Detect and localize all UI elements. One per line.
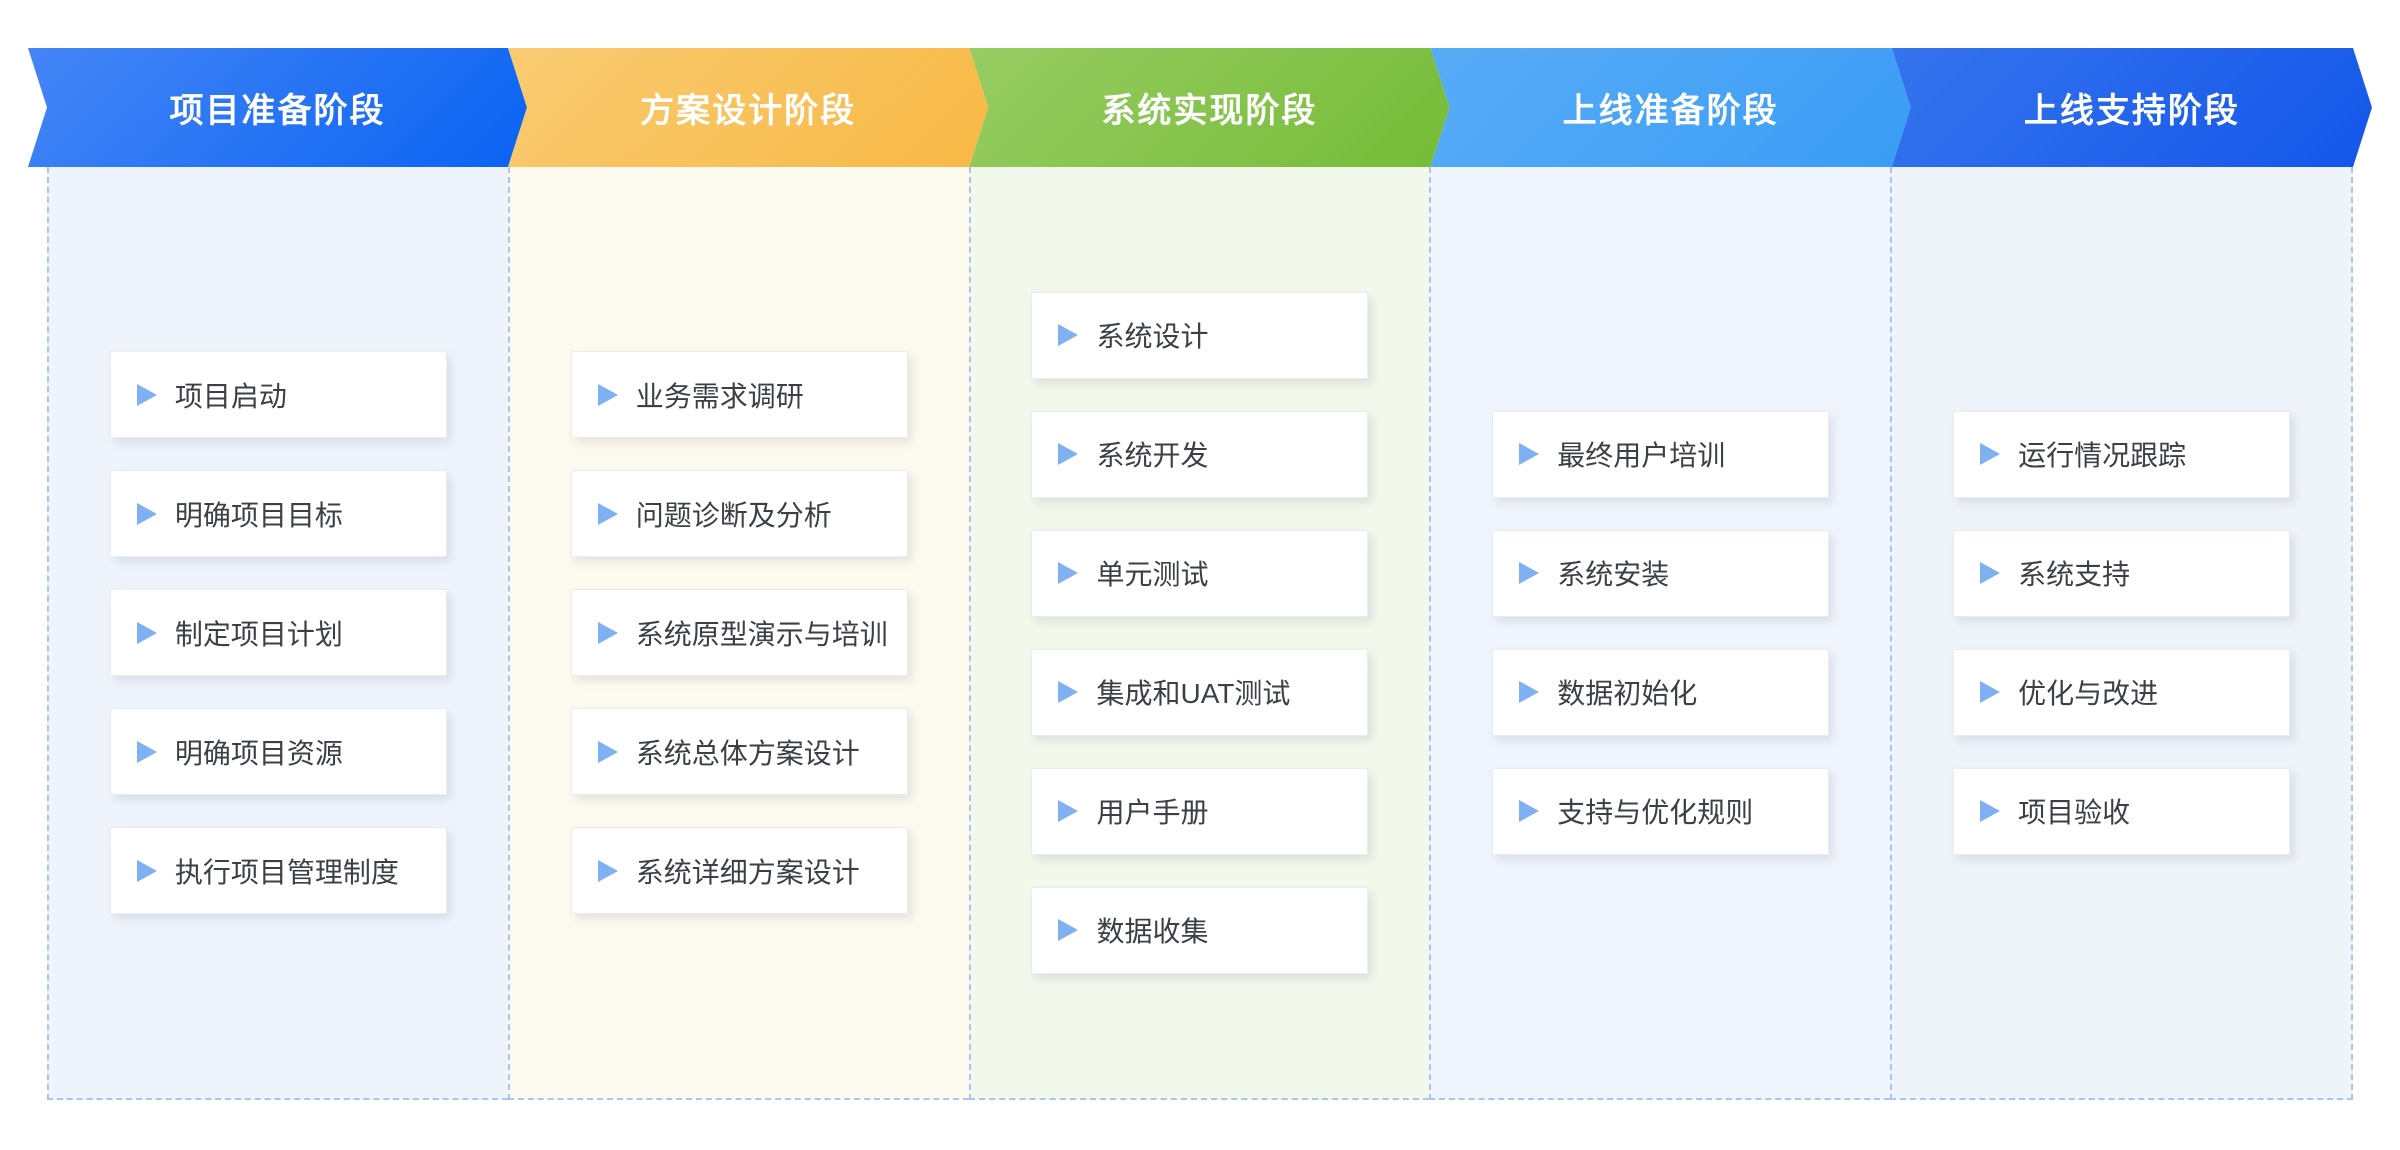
play-triangle-icon (1980, 443, 2001, 465)
phase-banner: 项目准备阶段 方案设计阶段 系统实现阶段 上线准备阶段 上线支持阶段 (28, 48, 2372, 167)
play-triangle-icon (1519, 800, 1540, 822)
task-label: 制定项目计划 (174, 618, 343, 650)
task-label: 集成和UAT测试 (1096, 678, 1291, 709)
task-label: 数据初始化 (1557, 678, 1698, 709)
play-triangle-icon (597, 621, 618, 644)
play-triangle-icon (1058, 562, 1079, 584)
task-label: 项目启动 (174, 380, 287, 412)
play-triangle-icon (1980, 800, 2001, 822)
task-label: 最终用户培训 (1557, 440, 1726, 471)
task-label: 系统总体方案设计 (635, 737, 860, 769)
task-card: 优化与改进 (1953, 648, 2291, 736)
phase-header-label: 项目准备阶段 (169, 92, 386, 130)
task-label: 项目验收 (2018, 797, 2131, 828)
play-triangle-icon (136, 859, 157, 882)
play-triangle-icon (136, 383, 157, 406)
phase-column-golive-support: 运行情况跟踪 系统支持 优化与改进 项目验收 (1890, 167, 2353, 1100)
task-card: 系统开发 (1031, 410, 1369, 498)
task-card: 业务需求调研 (570, 351, 908, 438)
task-card: 项目验收 (1953, 767, 2291, 855)
task-card: 问题诊断及分析 (570, 470, 908, 557)
task-card: 支持与优化规则 (1492, 767, 1830, 855)
task-card: 系统总体方案设计 (570, 708, 908, 795)
play-triangle-icon (1980, 562, 2001, 584)
task-card: 明确项目资源 (109, 708, 447, 795)
phase-columns: 项目启动 明确项目目标 制定项目计划 明确项目资源 执行项目管理制度 业务需求调… (47, 167, 2353, 1100)
play-triangle-icon (1519, 562, 1540, 584)
task-label: 执行项目管理制度 (174, 856, 399, 888)
task-card: 系统原型演示与培训 (570, 589, 908, 676)
phase-column-golive-preparation: 最终用户培训 系统安装 数据初始化 支持与优化规则 (1429, 167, 1891, 1100)
task-label: 业务需求调研 (635, 380, 804, 412)
task-label: 系统开发 (1096, 440, 1209, 471)
play-triangle-icon (136, 502, 157, 525)
play-triangle-icon (597, 740, 618, 763)
play-triangle-icon (1058, 800, 1079, 822)
phase-header-system-implementation: 系统实现阶段 (969, 48, 1449, 167)
phase-header-label: 方案设计阶段 (640, 92, 857, 130)
phase-header-label: 上线准备阶段 (1562, 92, 1779, 130)
task-label: 支持与优化规则 (1557, 797, 1754, 828)
play-triangle-icon (1519, 443, 1540, 465)
play-triangle-icon (597, 502, 618, 525)
play-triangle-icon (1519, 681, 1540, 703)
phase-header-label: 上线支持阶段 (2023, 92, 2240, 130)
phase-header-golive-support: 上线支持阶段 (1892, 48, 2372, 167)
play-triangle-icon (1058, 443, 1079, 465)
task-label: 系统设计 (1096, 321, 1209, 352)
play-triangle-icon (597, 859, 618, 882)
task-label: 数据收集 (1096, 916, 1209, 947)
task-card: 制定项目计划 (109, 589, 447, 676)
task-card: 单元测试 (1031, 529, 1369, 617)
phase-header-solution-design: 方案设计阶段 (508, 48, 988, 167)
phase-column-solution-design: 业务需求调研 问题诊断及分析 系统原型演示与培训 系统总体方案设计 系统详细方案… (507, 167, 969, 1100)
play-triangle-icon (1058, 919, 1079, 941)
task-card: 用户手册 (1031, 767, 1369, 855)
task-card: 集成和UAT测试 (1031, 648, 1369, 736)
task-label: 明确项目资源 (174, 737, 343, 769)
task-card: 运行情况跟踪 (1953, 410, 2291, 498)
task-label: 系统支持 (2018, 559, 2131, 590)
phase-header-golive-preparation: 上线准备阶段 (1431, 48, 1911, 167)
phase-header-project-preparation: 项目准备阶段 (28, 48, 527, 167)
task-label: 优化与改进 (2018, 678, 2159, 709)
play-triangle-icon (136, 740, 157, 763)
task-label: 问题诊断及分析 (635, 499, 832, 531)
phase-header-label: 系统实现阶段 (1101, 92, 1318, 130)
task-label: 系统原型演示与培训 (635, 618, 888, 650)
play-triangle-icon (1058, 324, 1079, 346)
task-card: 项目启动 (109, 351, 447, 438)
task-label: 用户手册 (1096, 797, 1209, 828)
task-card: 数据初始化 (1492, 648, 1830, 736)
phase-column-system-implementation: 系统设计 系统开发 单元测试 集成和UAT测试 用户手册 数据收集 (968, 167, 1430, 1100)
task-card: 系统设计 (1031, 291, 1369, 379)
phase-column-project-preparation: 项目启动 明确项目目标 制定项目计划 明确项目资源 执行项目管理制度 (47, 167, 508, 1100)
task-label: 系统安装 (1557, 559, 1670, 590)
play-triangle-icon (136, 621, 157, 644)
task-label: 单元测试 (1096, 559, 1209, 590)
task-card: 系统安装 (1492, 529, 1830, 617)
task-card: 数据收集 (1031, 886, 1369, 974)
play-triangle-icon (597, 383, 618, 406)
task-card: 系统详细方案设计 (570, 827, 908, 914)
task-label: 运行情况跟踪 (2018, 440, 2187, 471)
task-card: 系统支持 (1953, 529, 2291, 617)
task-card: 明确项目目标 (109, 470, 447, 557)
play-triangle-icon (1980, 681, 2001, 703)
task-label: 系统详细方案设计 (635, 856, 860, 888)
play-triangle-icon (1058, 681, 1079, 703)
task-label: 明确项目目标 (174, 499, 343, 531)
task-card: 执行项目管理制度 (109, 827, 447, 914)
task-card: 最终用户培训 (1492, 410, 1830, 498)
